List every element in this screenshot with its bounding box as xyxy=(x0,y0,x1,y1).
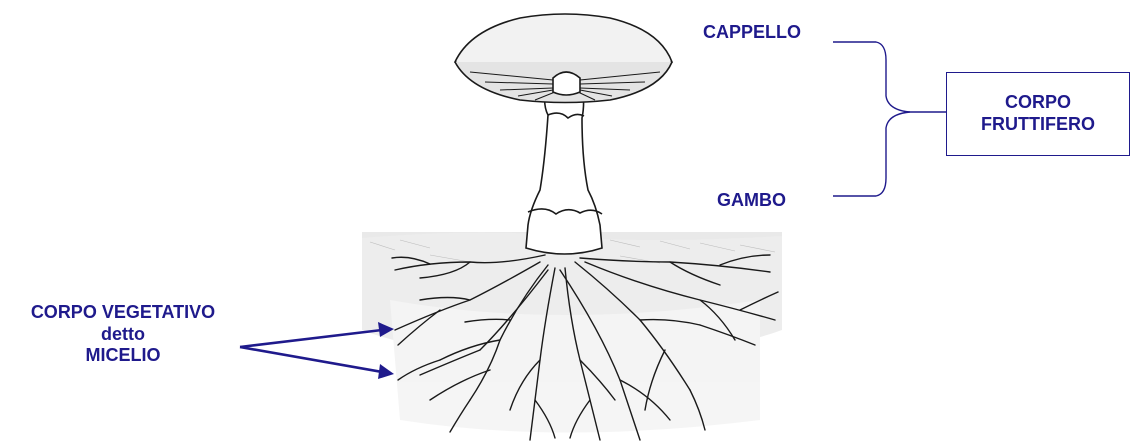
veg-label-line1: CORPO VEGETATIVO xyxy=(8,302,238,324)
cappello-label: CAPPELLO xyxy=(703,22,801,44)
vegetative-body-label: CORPO VEGETATIVO detto MICELIO xyxy=(8,302,238,367)
gambo-label: GAMBO xyxy=(717,190,786,212)
fruit-body-box: CORPO FRUTTIFERO xyxy=(946,72,1130,156)
veg-label-line2: detto xyxy=(8,324,238,346)
fruit-body-label-line2: FRUTTIFERO xyxy=(981,114,1095,136)
micelio-arrows xyxy=(240,330,382,372)
veg-label-line3: MICELIO xyxy=(8,345,238,367)
fruit-body-label-line1: CORPO xyxy=(1005,92,1071,114)
label-braces xyxy=(833,42,946,196)
mushroom-cap xyxy=(455,14,672,103)
